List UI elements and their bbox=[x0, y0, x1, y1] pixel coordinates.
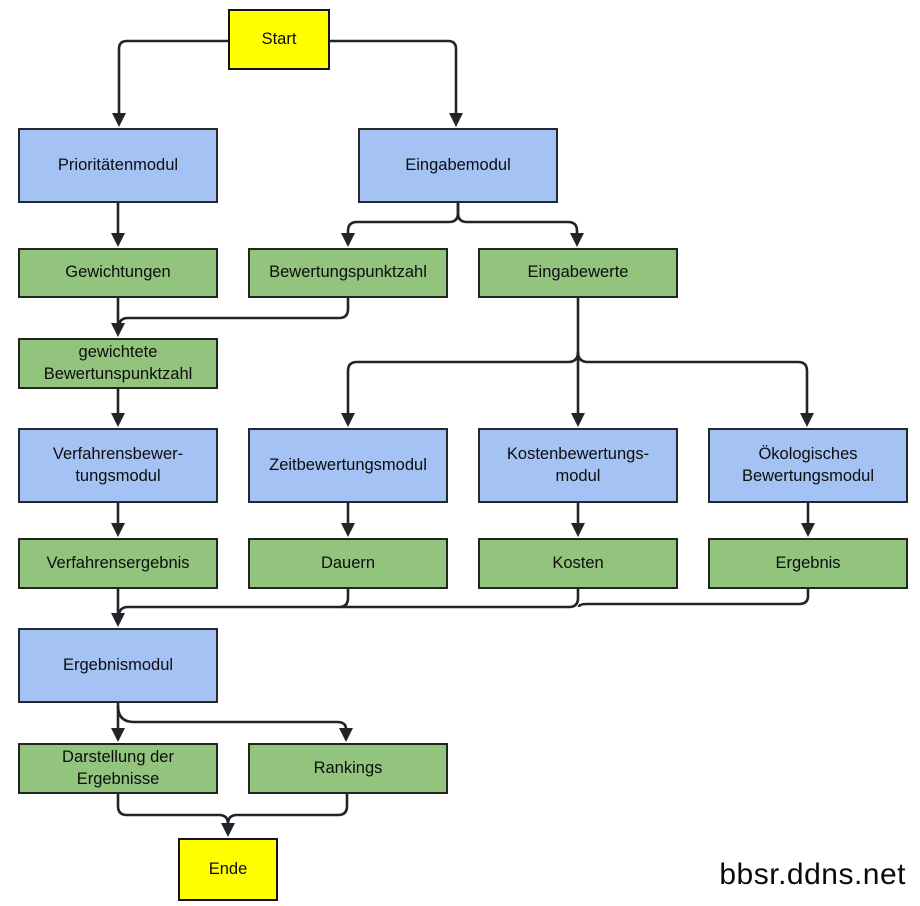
node-verfahrensbewertungsmodul: Verfahrensbewer- tungsmodul bbox=[18, 428, 218, 503]
edge-start-eingabemodul bbox=[330, 39, 463, 127]
node-gewichtungen: Gewichtungen bbox=[18, 248, 218, 298]
node-kosten: Kosten bbox=[478, 538, 678, 589]
edge-rankings-ende bbox=[226, 793, 349, 825]
edge-eingabewerte-zeitbewertungsmodul bbox=[341, 351, 580, 427]
node-ende: Ende bbox=[178, 838, 278, 901]
node-gewichtete-bewertungspunktzahl: gewichtete Bewertunspunktzahl bbox=[18, 338, 218, 389]
node-ergebnismodul: Ergebnismodul bbox=[18, 628, 218, 703]
node-bewertungspunktzahl: Bewertungspunktzahl bbox=[248, 248, 448, 298]
node-kostenbewertungsmodul: Kostenbewertungs- modul bbox=[478, 428, 678, 503]
node-start: Start bbox=[228, 9, 330, 70]
node-verfahrensergebnis: Verfahrensergebnis bbox=[18, 538, 218, 589]
watermark-text: bbsr.ddns.net bbox=[719, 858, 906, 891]
node-oekologisches-bewertungsmodul: Ökologisches Bewertungsmodul bbox=[708, 428, 908, 503]
edge-eingabemodul-eingabewerte bbox=[456, 203, 584, 247]
edge-kosten-ergebnismodul bbox=[340, 589, 580, 609]
node-eingabewerte: Eingabewerte bbox=[478, 248, 678, 298]
node-ergebnis: Ergebnis bbox=[708, 538, 908, 589]
node-dauern: Dauern bbox=[248, 538, 448, 589]
edge-bewertungspunktzahl-gewichtete bbox=[117, 298, 350, 328]
edge-dauern-ergebnismodul bbox=[117, 589, 350, 617]
node-zeitbewertungsmodul: Zeitbewertungsmodul bbox=[248, 428, 448, 503]
node-prioritaetenmodul: Prioritätenmodul bbox=[18, 128, 218, 203]
edge-start-prioritaetenmodul bbox=[112, 39, 228, 127]
node-eingabemodul: Eingabemodul bbox=[358, 128, 558, 203]
edge-darstellung-ende bbox=[116, 793, 235, 837]
edge-eingabewerte-oekologisches bbox=[576, 351, 814, 427]
edge-eingabemodul-bewertungspunktzahl bbox=[341, 203, 460, 247]
edge-ergebnismodul-rankings bbox=[116, 705, 353, 742]
node-rankings: Rankings bbox=[248, 743, 448, 794]
edge-ergebnis-ergebnismodul bbox=[577, 589, 810, 608]
node-darstellung-der-ergebnisse: Darstellung der Ergebnisse bbox=[18, 743, 218, 794]
